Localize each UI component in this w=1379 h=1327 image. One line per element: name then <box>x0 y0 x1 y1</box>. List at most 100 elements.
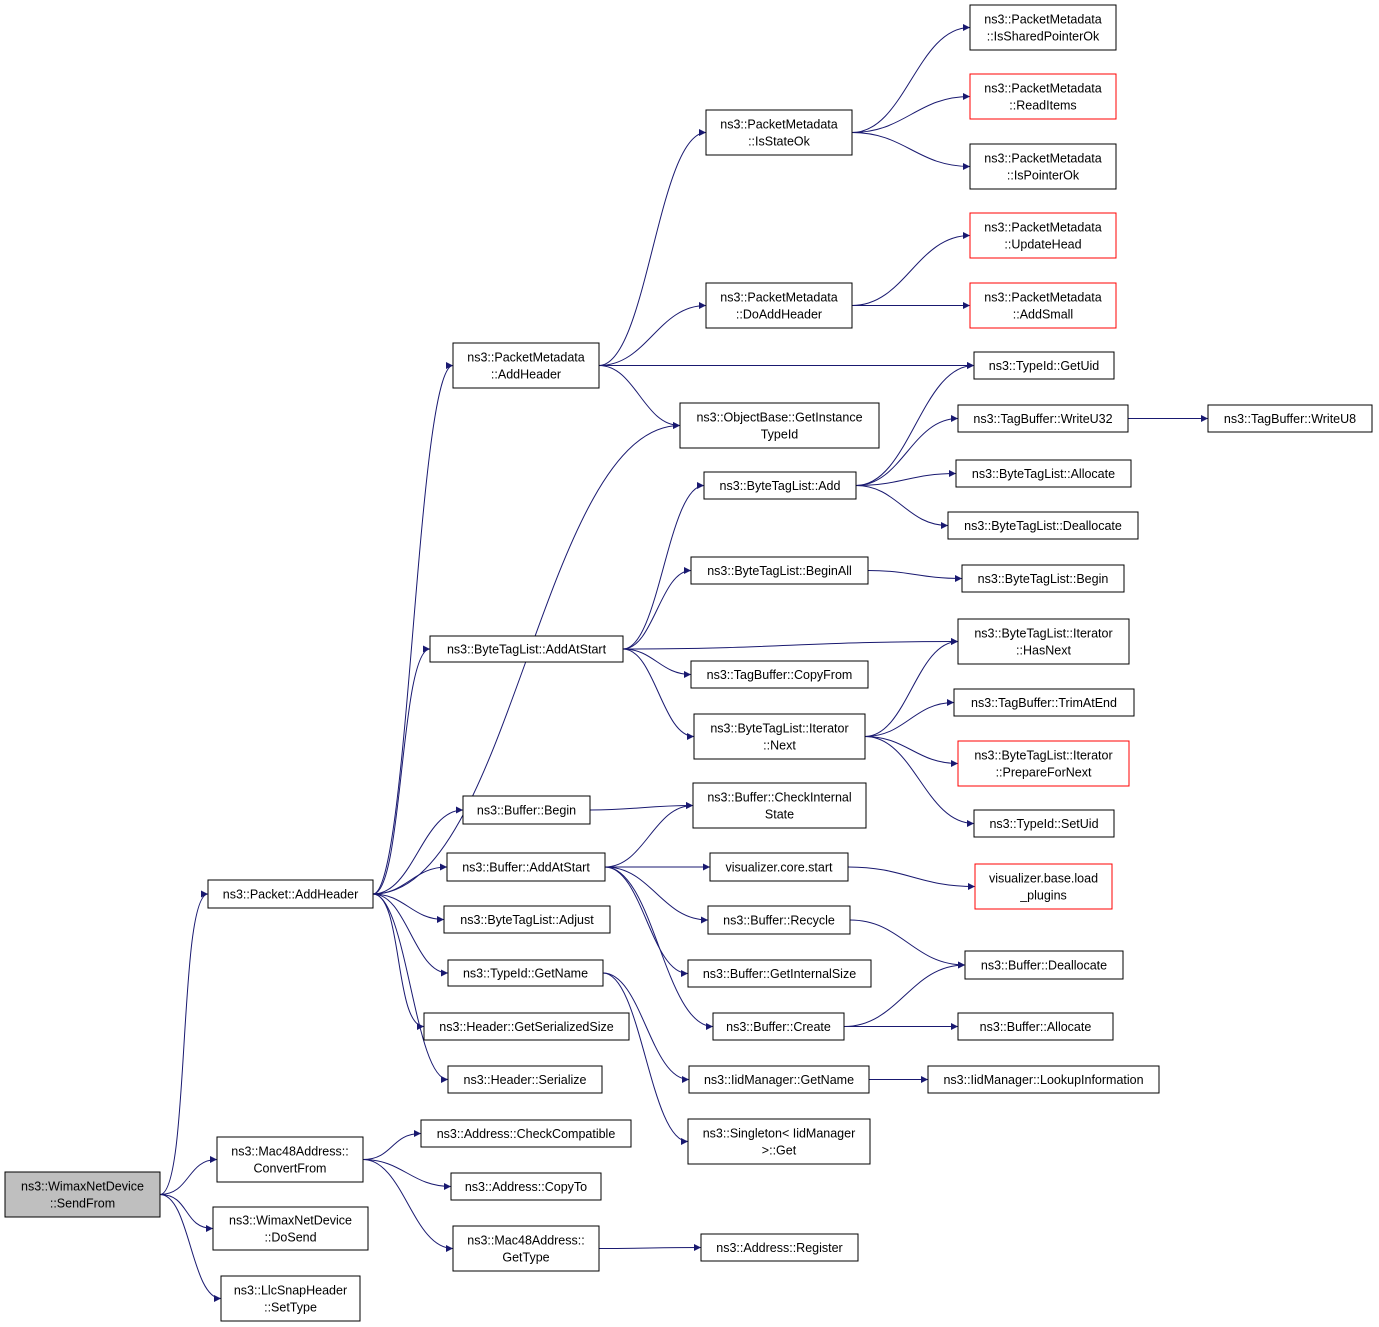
node-pm-addheader[interactable]: ns3::PacketMetadata::AddHeader <box>452 342 600 389</box>
node-pm-readitems[interactable]: ns3::PacketMetadata::ReadItems <box>969 73 1117 120</box>
node-iidmanager-lookupinformation[interactable]: ns3::IidManager::LookupInformation <box>927 1065 1160 1094</box>
node-box <box>443 905 611 934</box>
node-pm-isstateok[interactable]: ns3::PacketMetadata::IsStateOk <box>705 109 853 156</box>
node-label-line: ns3::ByteTagList::Begin <box>978 572 1109 586</box>
node-label-line: ns3::Header::Serialize <box>464 1073 587 1087</box>
node-box <box>687 1118 871 1165</box>
node-btl-deallocate[interactable]: ns3::ByteTagList::Deallocate <box>947 511 1139 540</box>
node-btl-beginall[interactable]: ns3::ByteTagList::BeginAll <box>690 556 869 585</box>
node-btl-iterator-preparefornext[interactable]: ns3::ByteTagList::Iterator::PrepareForNe… <box>957 740 1130 787</box>
node-buffer-addatstart[interactable]: ns3::Buffer::AddAtStart <box>446 852 606 882</box>
node-tagbuffer-writeu32[interactable]: ns3::TagBuffer::WriteU32 <box>957 404 1129 433</box>
node-pm-addsmall[interactable]: ns3::PacketMetadata::AddSmall <box>969 282 1117 329</box>
nodes-layer: ns3::WimaxNetDevice::SendFrom ns3::Packet… <box>4 4 1373 1322</box>
node-label-line: ns3::PacketMetadata <box>720 118 837 132</box>
node-label-line: ns3::Mac48Address:: <box>467 1234 584 1248</box>
node-btl-iterator-next[interactable]: ns3::ByteTagList::Iterator::Next <box>693 713 866 760</box>
node-box <box>969 212 1117 259</box>
node-box <box>700 1233 859 1262</box>
node-iidmanager-getname[interactable]: ns3::IidManager::GetName <box>688 1065 870 1094</box>
edge <box>604 866 709 924</box>
node-btl-add[interactable]: ns3::ByteTagList::Add <box>703 471 857 500</box>
edge <box>855 485 949 529</box>
node-tagbuffer-writeu8[interactable]: ns3::TagBuffer::WriteU8 <box>1207 404 1373 433</box>
node-box <box>690 660 869 689</box>
node-tagbuffer-trimatend[interactable]: ns3::TagBuffer::TrimAtEnd <box>953 688 1135 717</box>
node-singleton-get[interactable]: ns3::Singleton< IidManager>::Get <box>687 1118 871 1165</box>
edge <box>602 972 690 1083</box>
edge <box>598 302 707 366</box>
node-label-line: ::DoAddHeader <box>736 308 822 322</box>
node-buffer-getinternalsize[interactable]: ns3::Buffer::GetInternalSize <box>687 959 872 988</box>
edge-packet_addheader-to-btl_adjust <box>372 893 445 923</box>
edge <box>851 93 971 133</box>
node-pm-doaddheader[interactable]: ns3::PacketMetadata::DoAddHeader <box>705 282 853 329</box>
edge-btl_addatstart-to-btl_beginall <box>622 567 692 650</box>
node-address-checkcompatible[interactable]: ns3::Address::CheckCompatible <box>420 1119 632 1148</box>
node-address-register[interactable]: ns3::Address::Register <box>700 1233 859 1262</box>
edge <box>851 232 971 306</box>
node-wimax-dosend[interactable]: ns3::WimaxNetDevice::DoSend <box>212 1206 369 1251</box>
node-buffer-allocate[interactable]: ns3::Buffer::Allocate <box>957 1012 1114 1041</box>
node-box <box>974 863 1113 910</box>
node-label-line: ns3::Buffer::AddAtStart <box>462 861 590 875</box>
node-mac48-convertfrom[interactable]: ns3::Mac48Address::ConvertFrom <box>216 1136 364 1183</box>
node-btl-allocate[interactable]: ns3::ByteTagList::Allocate <box>955 459 1132 488</box>
node-typeid-getname[interactable]: ns3::TypeId::GetName <box>447 959 604 987</box>
node-typeid-getuid[interactable]: ns3::TypeId::GetUid <box>973 351 1115 380</box>
node-address-copyto[interactable]: ns3::Address::CopyTo <box>450 1172 602 1201</box>
node-buffer-deallocate[interactable]: ns3::Buffer::Deallocate <box>964 950 1124 980</box>
edge <box>598 129 707 366</box>
node-pm-updatehead[interactable]: ns3::PacketMetadata::UpdateHead <box>969 212 1117 259</box>
node-tagbuffer-copyfrom[interactable]: ns3::TagBuffer::CopyFrom <box>690 660 869 689</box>
edge-btl_beginall-to-btl_begin <box>867 570 963 582</box>
edge-btl_addatstart-to-tagbuffer_copyfrom <box>622 648 692 678</box>
node-label-line: ns3::ByteTagList::Iterator <box>974 627 1112 641</box>
node-send-from[interactable]: ns3::WimaxNetDevice::SendFrom <box>4 1171 161 1218</box>
node-label-line: ns3::TypeId::GetName <box>463 967 588 981</box>
edge-btl_addatstart-to-btl_add <box>622 482 705 650</box>
node-btl-adjust[interactable]: ns3::ByteTagList::Adjust <box>443 905 611 934</box>
node-label-line: ns3::TagBuffer::TrimAtEnd <box>971 696 1117 710</box>
node-box <box>452 1225 600 1272</box>
node-box <box>423 1012 630 1041</box>
node-btl-iterator-hasnext[interactable]: ns3::ByteTagList::Iterator::HasNext <box>957 618 1130 665</box>
edge-mac48_convertfrom-to-address_checkcompatible <box>362 1130 422 1160</box>
node-visualizer-base-load-plugins[interactable]: visualizer.base.load_plugins <box>974 863 1113 910</box>
node-label-line: ns3::PacketMetadata <box>467 351 584 365</box>
node-box <box>447 1065 603 1094</box>
node-llcsnap-settype[interactable]: ns3::LlcSnapHeader::SetType <box>220 1275 361 1322</box>
edge <box>864 638 959 737</box>
node-buffer-create[interactable]: ns3::Buffer::Create <box>712 1012 845 1041</box>
node-header-serialize[interactable]: ns3::Header::Serialize <box>447 1065 603 1094</box>
node-buffer-begin[interactable]: ns3::Buffer::Begin <box>462 795 591 825</box>
node-label-line: GetType <box>502 1251 549 1265</box>
node-box <box>688 1065 870 1094</box>
node-pm-ispointerok[interactable]: ns3::PacketMetadata::IsPointerOk <box>969 143 1117 190</box>
node-label-line: ns3::Mac48Address:: <box>231 1145 348 1159</box>
node-btl-addatstart[interactable]: ns3::ByteTagList::AddAtStart <box>429 635 624 663</box>
node-box <box>969 143 1117 190</box>
node-box <box>969 4 1117 51</box>
node-box <box>969 282 1117 329</box>
node-packet-addheader[interactable]: ns3::Packet::AddHeader <box>207 879 374 909</box>
edge-btl_addatstart-to-btl_iterator_hasnext <box>622 638 959 650</box>
edge <box>851 132 971 170</box>
edge <box>622 648 695 740</box>
node-label-line: ns3::Packet::AddHeader <box>223 888 359 902</box>
edge <box>372 893 449 1083</box>
node-buffer-recycle[interactable]: ns3::Buffer::Recycle <box>707 905 851 935</box>
node-mac48-gettype[interactable]: ns3::Mac48Address::GetType <box>452 1225 600 1272</box>
node-pm-issharedpointerok[interactable]: ns3::PacketMetadata::IsSharedPointerOk <box>969 4 1117 51</box>
node-label-line: _plugins <box>1019 889 1067 903</box>
node-typeid-setuid[interactable]: ns3::TypeId::SetUid <box>973 809 1115 838</box>
edge-pm_isstateok-to-pm_readitems <box>851 93 971 133</box>
edge-pm_addheader-to-pm_doaddheader <box>598 302 707 366</box>
node-box <box>953 688 1135 717</box>
edge <box>372 645 431 895</box>
node-header-getserializedsize[interactable]: ns3::Header::GetSerializedSize <box>423 1012 630 1041</box>
node-btl-begin[interactable]: ns3::ByteTagList::Begin <box>961 564 1125 593</box>
node-visualizer-core-start[interactable]: visualizer.core.start <box>709 852 849 882</box>
